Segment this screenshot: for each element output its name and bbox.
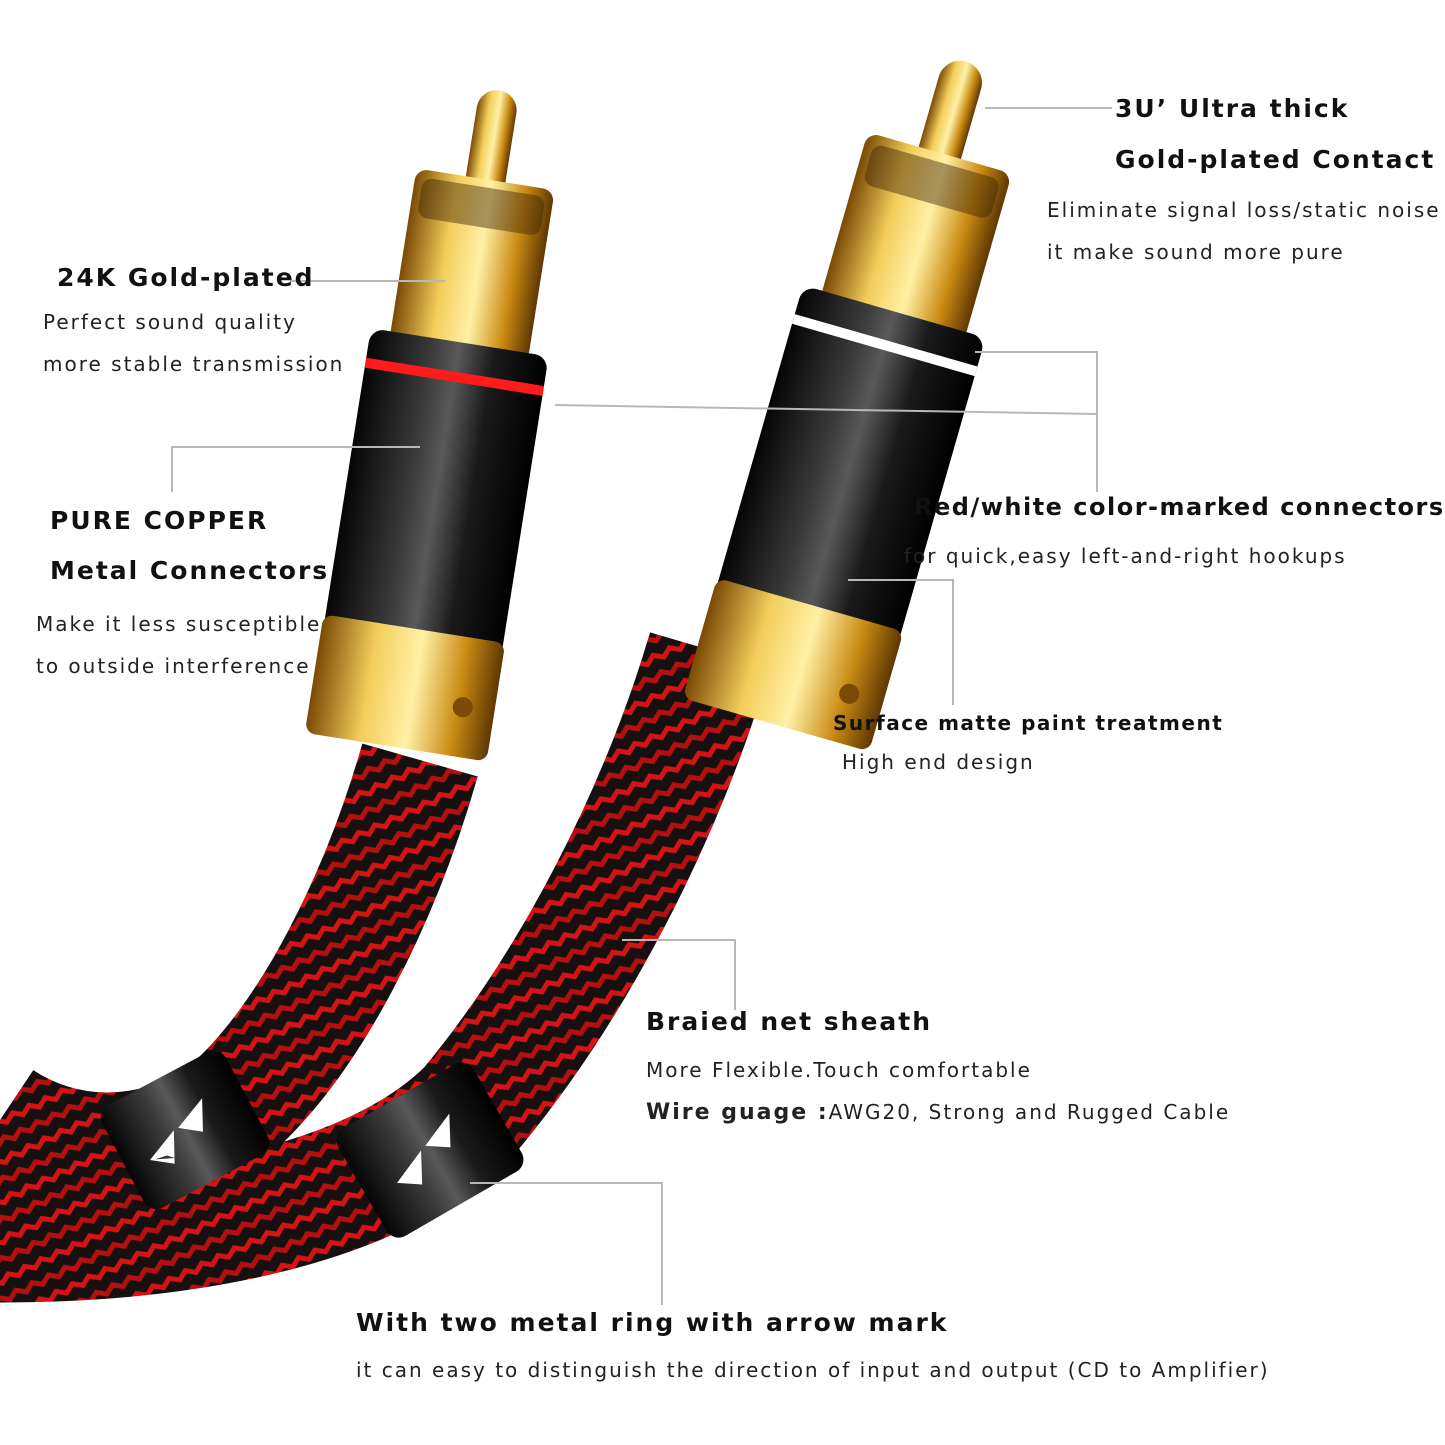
copper-line-2: to outside interference [36, 654, 311, 678]
color-marked-line-1: for quick,easy left-and-right hookups [904, 544, 1347, 568]
matte-line-1: High end design [842, 750, 1035, 774]
braided-title: Braied net sheath [646, 1007, 933, 1036]
gold-plated-line-1: Perfect sound quality [43, 310, 297, 334]
matte-title: Surface matte paint treatment [833, 711, 1224, 735]
color-marked-title: Red/white color-marked connectors [914, 493, 1445, 521]
copper-title-1: PURE COPPER [50, 506, 269, 535]
leader-lines [171, 107, 1112, 1305]
arrow-mark-icon [397, 1113, 451, 1185]
gold-contact-line-2: it make sound more pure [1047, 240, 1345, 264]
gold-contact-line-1: Eliminate signal loss/static noise [1047, 198, 1441, 222]
wire-gauge-label: Wire guage : [646, 1100, 829, 1125]
rca-plug-red [306, 90, 554, 761]
metal-ring-left [100, 1050, 270, 1210]
braided-line-1: More Flexible.Touch comfortable [646, 1058, 1032, 1082]
gold-contact-title-1: 3U’ Ultra thick [1115, 94, 1350, 123]
rings-title: With two metal ring with arrow mark [356, 1308, 949, 1337]
gold-plated-line-2: more stable transmission [43, 352, 345, 376]
rca-plug-white [684, 60, 1010, 750]
metal-ring-right [336, 1062, 524, 1238]
copper-title-2: Metal Connectors [50, 556, 330, 585]
wire-gauge-value: AWG20, Strong and Rugged Cable [828, 1100, 1231, 1124]
arrow-mark-icon [149, 1098, 203, 1164]
rings-line-1: it can easy to distinguish the direction… [356, 1358, 1270, 1382]
gold-contact-title-2: Gold-plated Contact [1115, 145, 1436, 174]
braided-line-2: Wire guage :AWG20, Strong and Rugged Cab… [646, 1100, 1230, 1125]
copper-line-1: Make it less susceptible [36, 612, 322, 636]
gold-plated-title: 24K Gold-plated [57, 263, 315, 292]
